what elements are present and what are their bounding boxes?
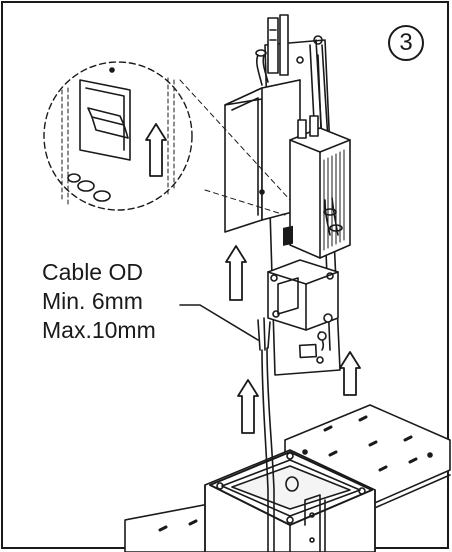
detail-callout bbox=[43, 61, 291, 216]
step-number-badge: 3 bbox=[388, 25, 424, 61]
cable bbox=[257, 317, 275, 552]
junction-box bbox=[267, 225, 339, 351]
arrow-up-icon bbox=[145, 123, 167, 177]
power-supply-module bbox=[289, 115, 351, 259]
callout-min: Min. 6mm bbox=[42, 288, 143, 314]
arrow-up-icon bbox=[225, 245, 247, 301]
callout-max: Max.10mm bbox=[42, 317, 156, 343]
cable-od-callout: Cable OD Min. 6mm Max.10mm bbox=[42, 258, 156, 345]
callout-title: Cable OD bbox=[42, 259, 143, 285]
arrow-up-icon bbox=[339, 351, 361, 396]
base-enclosure bbox=[124, 404, 451, 552]
callout-leader bbox=[179, 304, 259, 341]
arrow-up-icon bbox=[237, 379, 259, 434]
